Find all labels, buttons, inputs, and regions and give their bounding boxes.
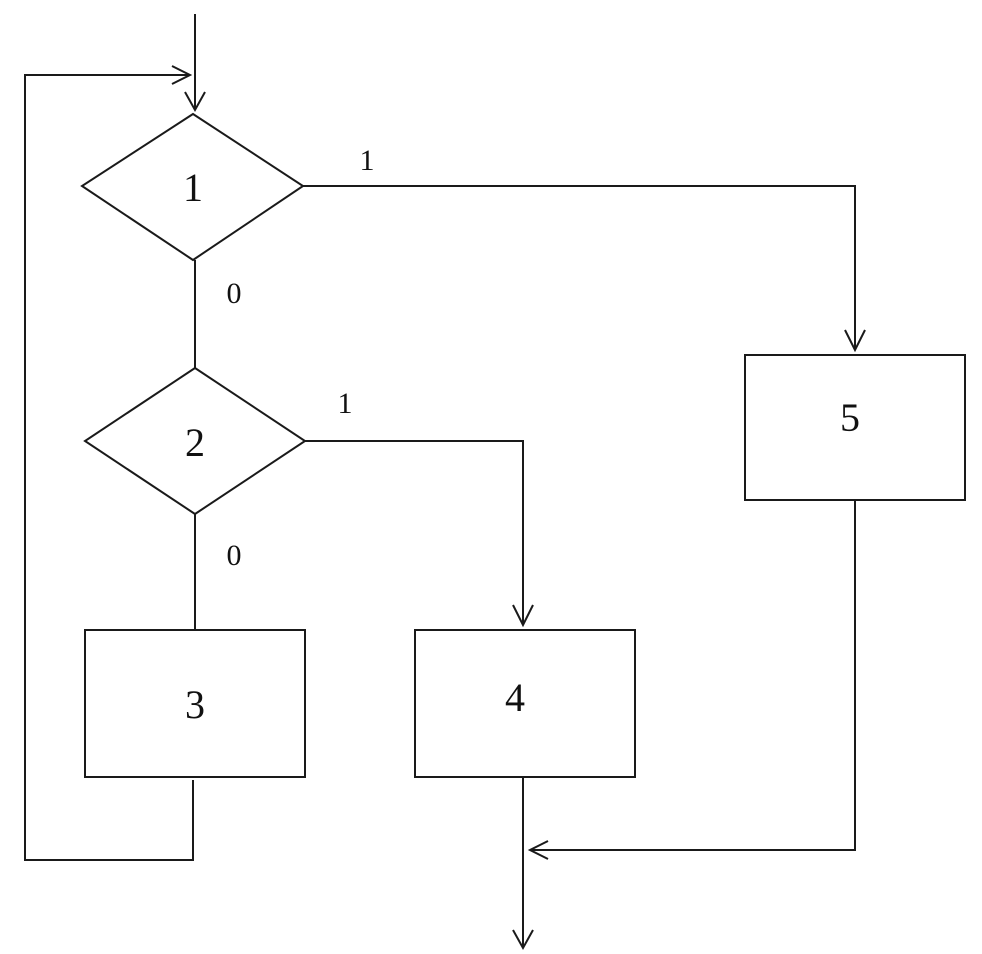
edge-2-to-4-label: 1	[338, 387, 353, 420]
process-5-box	[744, 354, 966, 501]
loop-back-arrowhead	[171, 65, 193, 85]
edge-5-to-merge	[530, 500, 856, 851]
exit-arrowhead	[512, 929, 534, 951]
edge-1-to-2-label: 0	[227, 277, 242, 310]
edge-1-to-5-label: 1	[360, 144, 375, 177]
decision-2-label: 2	[185, 420, 205, 465]
process-3-box	[84, 629, 306, 778]
process-5-label: 5	[840, 395, 860, 440]
loop-back-line	[24, 74, 194, 861]
entry-arrowhead	[184, 91, 206, 113]
process-4-label: 4	[505, 675, 525, 720]
edge-2-to-4-arrowhead	[512, 604, 534, 628]
decision-2-diamond	[83, 366, 307, 516]
decision-1-diamond	[80, 112, 305, 262]
process-3-label: 3	[185, 682, 205, 727]
connectors	[24, 14, 866, 951]
edge-1-to-5	[303, 185, 856, 350]
edge-2-to-3-label: 0	[227, 539, 242, 572]
edge-1-to-5-arrowhead	[844, 329, 866, 353]
edge-5-to-merge-arrowhead	[527, 840, 549, 860]
decision-1-label: 1	[183, 165, 203, 210]
edge-2-to-4	[305, 440, 524, 625]
process-4-box	[414, 629, 636, 778]
